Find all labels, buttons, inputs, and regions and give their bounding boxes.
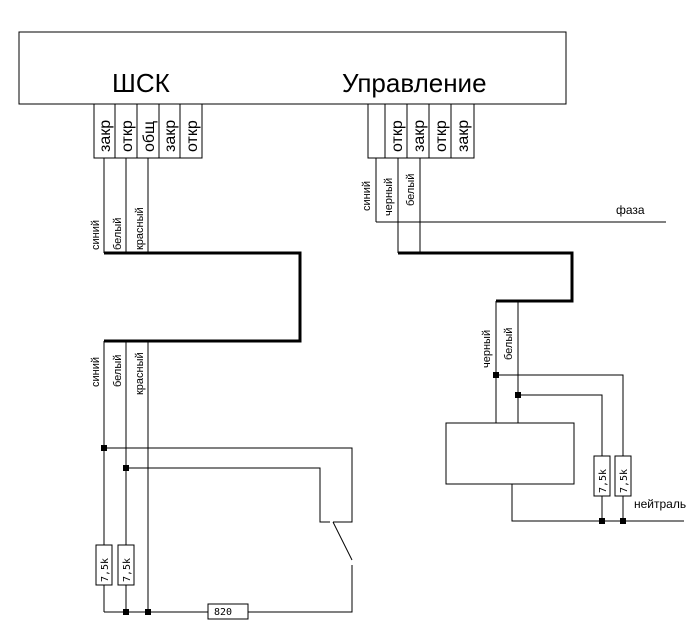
controller-block xyxy=(18,31,567,105)
svg-text:7,5k: 7,5k xyxy=(122,558,133,582)
svg-text:820: 820 xyxy=(214,607,232,618)
control-pin-1: откр xyxy=(389,120,406,152)
wire-label-tr-1: синий xyxy=(361,181,373,211)
shsk-pin-2: откр xyxy=(119,120,136,152)
shsk-pin-5: откр xyxy=(184,120,201,152)
right-cable xyxy=(398,251,574,303)
right-wires xyxy=(375,158,684,522)
right-resistor-1: 7,5k xyxy=(593,455,611,497)
left-resistor-1: 7,5k xyxy=(95,544,113,586)
svg-text:7,5k: 7,5k xyxy=(619,469,630,493)
wire-label-tl-2: белый xyxy=(112,218,124,250)
control-pin-block: откр закр откр закр xyxy=(367,103,475,159)
left-wires xyxy=(103,158,302,612)
switch-contact xyxy=(332,521,353,561)
control-pin-4: закр xyxy=(455,120,472,152)
wire-label-tr-3: белый xyxy=(405,174,417,206)
control-pin-2: закр xyxy=(411,120,428,152)
wire-label-bl-2: белый xyxy=(112,355,124,387)
shsk-pin-block: закр откр общ закр откр xyxy=(93,103,203,159)
phase-label: фаза xyxy=(616,203,645,217)
control-pin-3: откр xyxy=(433,120,450,152)
device-block xyxy=(445,422,575,485)
wire-label-tr-2: черный xyxy=(383,178,395,216)
wire-label-bl-1: синий xyxy=(90,357,102,387)
svg-text:7,5k: 7,5k xyxy=(598,469,609,493)
bottom-resistor: 820 xyxy=(207,603,249,620)
control-title: Управление xyxy=(342,68,487,98)
shsk-pin-3: общ xyxy=(141,121,158,152)
wire-label-lr-2: белый xyxy=(503,328,515,360)
shsk-pin-1: закр xyxy=(97,120,114,152)
right-resistor-2: 7,5k xyxy=(614,455,632,497)
wire-label-lr-1: черный xyxy=(481,330,493,368)
left-junctions xyxy=(101,445,151,615)
left-cable xyxy=(104,251,302,343)
wire-label-tl-1: синий xyxy=(90,220,102,250)
shsk-pin-4: закр xyxy=(162,120,179,152)
left-resistor-2: 7,5k xyxy=(117,544,135,586)
wire-label-bl-3: красный xyxy=(134,352,146,395)
switch-circuit xyxy=(104,447,353,613)
right-junctions xyxy=(493,372,626,524)
svg-text:7,5k: 7,5k xyxy=(100,558,111,582)
neutral-label: нейтраль xyxy=(634,497,686,511)
wire-label-tl-3: красный xyxy=(134,207,146,250)
shsk-title: ШСК xyxy=(112,68,170,98)
